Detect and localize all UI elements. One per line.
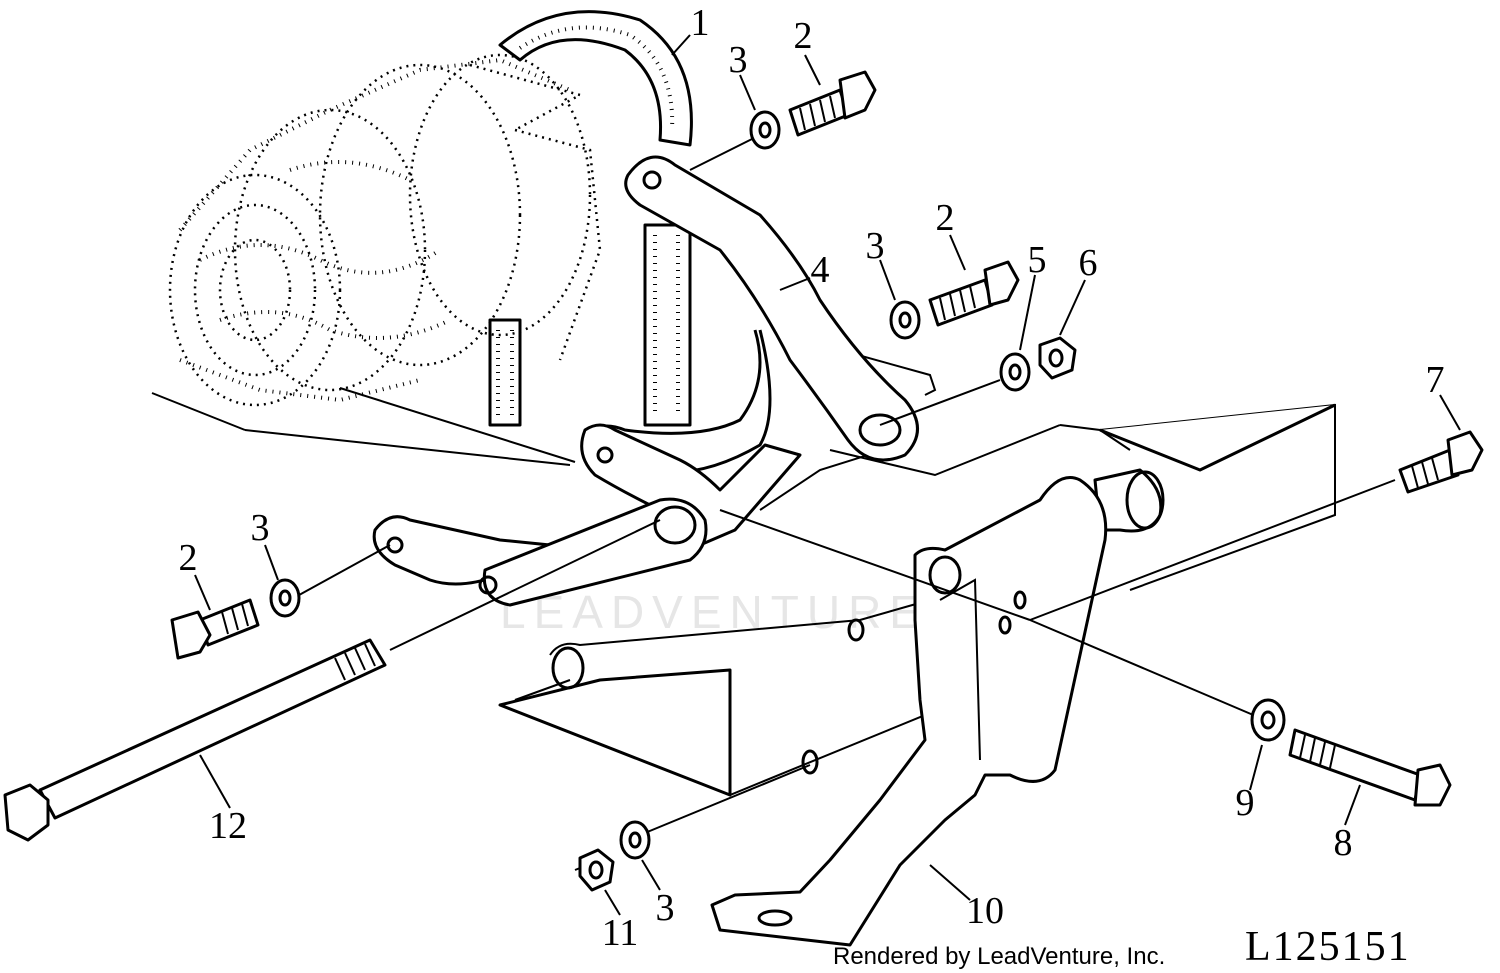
callout-6: 6: [1079, 242, 1098, 284]
callout-leaders: [194, 34, 1461, 916]
washer-icon-5: [999, 352, 1031, 392]
support-bracket: [498, 403, 1336, 797]
callout-8: 8: [1334, 822, 1353, 864]
callout-5: 5: [1028, 239, 1047, 281]
belt-icon: [498, 10, 693, 427]
bolt-icon-top: [788, 70, 877, 137]
callout-labels: 1 2 3 4 2 3 5 6 7 2 3 12 9 8 11 3 10: [179, 2, 1445, 954]
bracket-icon-10: [710, 476, 1108, 947]
bolt-icon-7: [1398, 430, 1484, 494]
washer-icon-top: [749, 110, 781, 150]
bolt-icon-middle: [928, 260, 1020, 327]
callout-12: 12: [209, 805, 247, 847]
bolt-icon-left: [170, 598, 260, 660]
washer-icon-middle: [889, 300, 921, 340]
callout-3-top: 3: [729, 39, 748, 81]
callout-10: 10: [966, 890, 1004, 932]
bolt-icon-12: [3, 638, 387, 842]
washer-icon-left: [269, 578, 301, 618]
callout-3-bottom: 3: [656, 887, 675, 929]
callout-9: 9: [1236, 782, 1255, 824]
callout-7: 7: [1426, 359, 1445, 401]
callout-2-middle: 2: [936, 197, 955, 239]
callout-2-top: 2: [794, 15, 813, 57]
callout-3-left: 3: [251, 507, 270, 549]
assembly-axis-lines: [289, 134, 1396, 871]
credit-text: Rendered by LeadVenture, Inc.: [833, 943, 1165, 970]
nut-icon-11: [578, 848, 615, 892]
bolt-icon-8: [1288, 728, 1452, 807]
bracket-icon: [582, 155, 919, 474]
pivot-tube: [1093, 468, 1165, 533]
figure-number: L125151: [1245, 924, 1411, 970]
callout-4: 4: [811, 249, 830, 291]
washer-icon-bottom: [619, 820, 651, 860]
callout-3-middle: 3: [866, 225, 885, 267]
washer-icon-9: [1250, 698, 1286, 742]
alternator-icon: [168, 53, 602, 427]
nut-icon-6: [1038, 336, 1077, 380]
callout-11: 11: [602, 912, 639, 954]
callout-2-left: 2: [179, 537, 198, 579]
callout-1: 1: [691, 2, 710, 44]
